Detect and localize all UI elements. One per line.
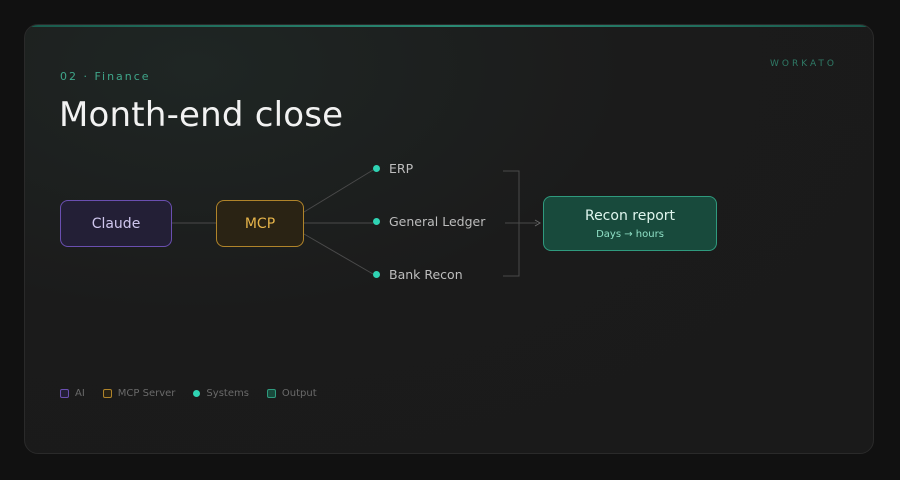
node-mcp-label: MCP xyxy=(244,215,276,232)
legend-item-output: Output xyxy=(266,388,317,399)
system-general-ledger: General Ledger xyxy=(373,214,485,229)
legend-output-label: Output xyxy=(281,388,317,399)
system-erp: ERP xyxy=(373,161,413,176)
connector-mcp-bank xyxy=(303,233,374,275)
legend-mcp-swatch-icon xyxy=(102,389,112,398)
system-ledger-label: General Ledger xyxy=(389,214,486,229)
connector-mcp-erp xyxy=(303,169,374,213)
legend-item-systems: Systems xyxy=(193,388,249,399)
system-bank-recon: Bank Recon xyxy=(373,267,463,282)
page-title: Month-end close xyxy=(59,95,344,135)
legend-systems-label: Systems xyxy=(206,388,249,399)
legend-item-ai: AI xyxy=(60,388,85,399)
system-bank-label: Bank Recon xyxy=(389,267,463,282)
legend-item-mcp: MCP Server xyxy=(102,388,176,399)
legend-systems-dot-icon xyxy=(193,390,201,397)
node-mcp: MCP xyxy=(216,200,304,247)
slide-card: WORKATO 02 · Finance Month-end close Cla… xyxy=(24,24,874,454)
flow-connectors xyxy=(172,169,541,277)
output-title: Recon report xyxy=(584,207,676,224)
legend-ai-swatch-icon xyxy=(60,389,69,398)
arrowhead xyxy=(534,219,541,227)
output-subtitle: Days → hours xyxy=(596,228,664,240)
system-dot-icon xyxy=(373,271,380,278)
top-accent-bar xyxy=(25,25,873,27)
legend-ai-label: AI xyxy=(75,388,85,399)
system-erp-label: ERP xyxy=(389,161,414,176)
system-dot-icon xyxy=(373,218,380,225)
node-recon-report: Recon report Days → hours xyxy=(543,196,717,251)
brand-label: WORKATO xyxy=(769,59,837,69)
node-claude: Claude xyxy=(60,200,172,247)
node-claude-label: Claude xyxy=(91,215,141,232)
system-dot-icon xyxy=(373,165,380,172)
section-eyebrow: 02 · Finance xyxy=(60,70,151,83)
legend-mcp-label: MCP Server xyxy=(117,388,176,399)
legend: AI MCP Server Systems Output xyxy=(60,388,335,399)
legend-output-swatch-icon xyxy=(266,389,276,398)
